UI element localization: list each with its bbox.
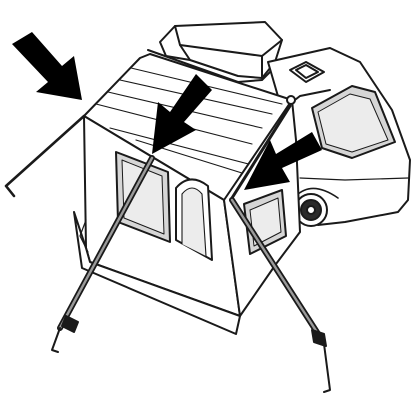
ridge-pole-cap: [286, 95, 296, 105]
tension-pole-right-front: [230, 104, 292, 200]
roof-box: [147, 21, 283, 83]
arrow-left-icon: [244, 132, 322, 190]
pointer-arrows: [12, 32, 322, 190]
caravan: [147, 21, 411, 227]
front-door: [175, 178, 213, 261]
arrow-down-left-icon: [152, 74, 212, 154]
roof-vent: [289, 61, 325, 83]
arrow-down-right-icon: [12, 32, 82, 100]
tension-pole-center: [51, 155, 155, 353]
guy-pole-left: [4, 114, 86, 198]
tension-pole-right: [229, 197, 331, 393]
front-window-left: [115, 151, 171, 243]
support-poles: [4, 104, 331, 393]
awning-tent: [73, 53, 301, 335]
